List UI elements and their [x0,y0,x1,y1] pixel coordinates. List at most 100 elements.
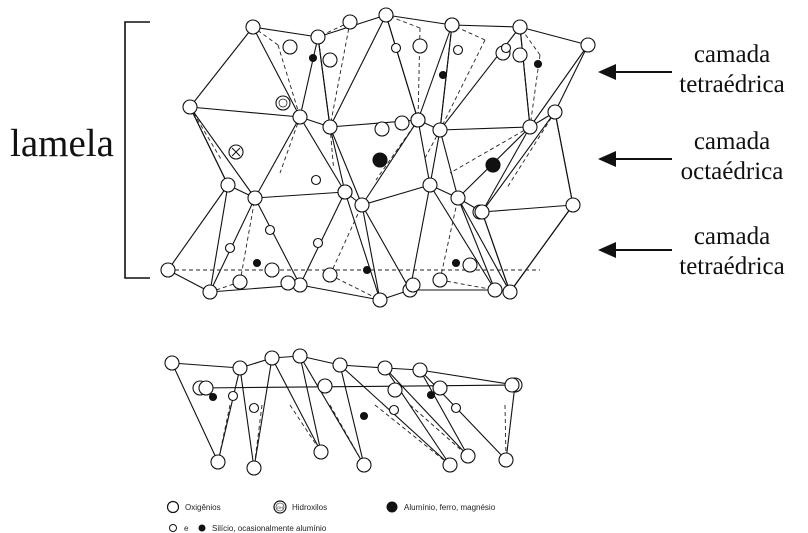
oxygen-atom [332,357,348,373]
oxygen-atom [504,377,520,393]
tetra-top-edge [329,14,387,128]
oxygen-atom [580,37,596,53]
oxygen-atom [372,292,388,308]
oxygen-atom [164,355,180,371]
legend-oxygen: Oxigênios [166,500,221,514]
tetra-top-dash [329,21,351,128]
oxygen-atom [405,277,421,293]
oxygen-atom [422,177,438,193]
lower-mid-edge [199,384,516,389]
tetrahedral-cation-atom [264,224,276,236]
lower-edge [299,355,322,453]
tetra-top-edge [529,44,589,128]
oxygen-atom [354,197,370,213]
octa-edge [254,116,301,199]
oxygen-atom [462,257,478,273]
layer-label-line1: camada [693,128,771,155]
lower-dash [253,404,263,469]
tetra-bottom-edge [481,211,511,293]
octa-edge [554,111,574,206]
oxygen-atom [432,122,448,138]
oxygen-atom [220,177,236,193]
arrow-tetrahedral-top [598,64,672,80]
oxygen-atom [547,104,563,120]
octa-edge [481,111,556,213]
octa-base [481,204,574,213]
tetra-bottom-edge [209,184,229,293]
oxygen-atom [394,115,410,131]
tetra-bottom-base [299,284,381,301]
oxygen-atom [512,19,528,35]
tetra-bottom-dash [329,274,381,301]
oxygen-atom [292,109,308,125]
octahedral-cation-atom [485,157,501,173]
lower-dash [409,404,469,457]
tetrahedral-cation-atom [208,392,218,402]
oxygen-atom [432,272,448,288]
lower-top-edge [419,369,516,386]
octa-edge [189,106,256,199]
tetrahedral-cation-atom [308,53,318,63]
tetra-top-dash [529,54,541,128]
tetra-top-base [189,106,301,118]
lower-edge [384,367,469,457]
lower-dash [504,404,507,461]
oxygen-atom [232,274,248,290]
oxygen-atom [412,38,428,54]
tetrahedral-cation-atom [438,70,448,80]
lower-edge [271,357,322,453]
tetra-bottom-edge [361,204,381,301]
oxygen-atom [378,7,394,23]
octa-edge [329,126,363,206]
lower-edge [299,355,365,466]
hydroxyl-atom [275,95,291,111]
tetrahedral-cation-atom [426,390,436,400]
oxygen-atom [512,47,528,63]
oxygen-atom [198,380,214,396]
layer-label-line1: camada [693,223,771,250]
tetra-bottom-base [167,269,211,293]
octa-edge [329,126,346,193]
octa-dash [449,126,531,174]
tetra-top-edge [299,36,319,118]
tetra-top-edge [385,14,419,121]
oxygen-atom [322,52,338,68]
tetra-bottom-edge [167,184,229,271]
tetra-top-edge [519,26,589,46]
tetrahedral-cation-atom [450,402,462,414]
oxygen-atom [245,19,261,35]
oxygen-atom [374,121,390,137]
octa-edge [417,119,431,186]
oxygen-atom [487,282,503,298]
oxygen-atom [522,119,538,135]
octa-base [254,191,346,199]
tetra-bottom-edge [457,197,496,291]
legend-tetrahedral-cation: e Silício, ocasionalmente alumínio [169,524,327,533]
lower-dash [217,404,231,463]
tetrahedral-cation-atom [500,42,512,54]
tetrahedral-cation-atom [533,59,543,69]
lower-edge [171,362,219,463]
oxygen-atom [313,444,329,460]
lower-edge [419,369,469,457]
tetra-top-edge [189,26,254,108]
oxygen-atom [356,457,372,473]
oxygen-atom [498,452,514,468]
octa-dash [279,116,301,174]
lower-edge [505,384,516,461]
oxygen-atom [502,284,518,300]
oxygen-atom [264,262,280,278]
lower-top-edge [171,362,241,369]
oxygen-atom [280,275,296,291]
octa-edge [361,119,419,206]
tetra-bottom-edge [254,197,301,286]
lower-edge [339,364,451,466]
octa-base [361,184,431,206]
tetra-bottom-dash [439,279,496,291]
tetrahedral-cation-atom [227,390,239,402]
oxygen-atom [377,360,393,376]
octa-edge [299,116,346,193]
tetrahedral-filled-symbol-icon [198,524,206,532]
tetra-bottom-edge [509,204,574,293]
